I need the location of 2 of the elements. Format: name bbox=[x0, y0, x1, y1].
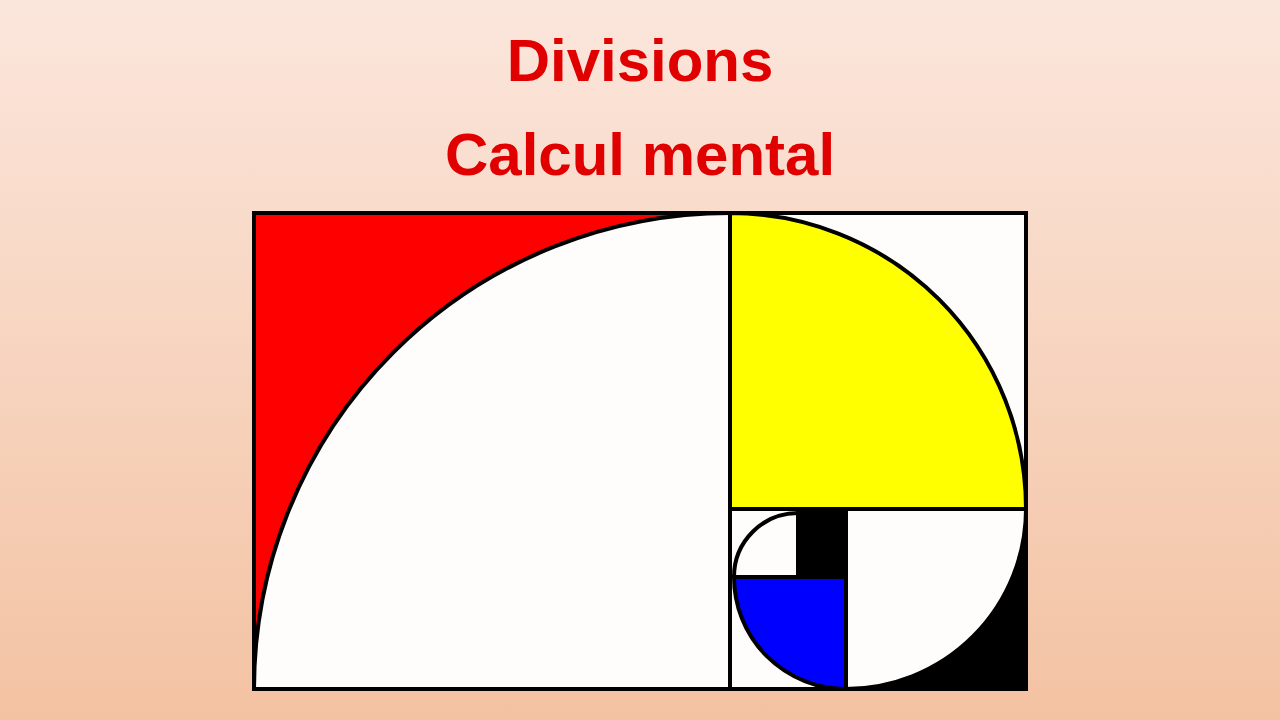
subtitle: Calcul mental bbox=[443, 120, 837, 190]
title: Divisions bbox=[505, 26, 775, 96]
